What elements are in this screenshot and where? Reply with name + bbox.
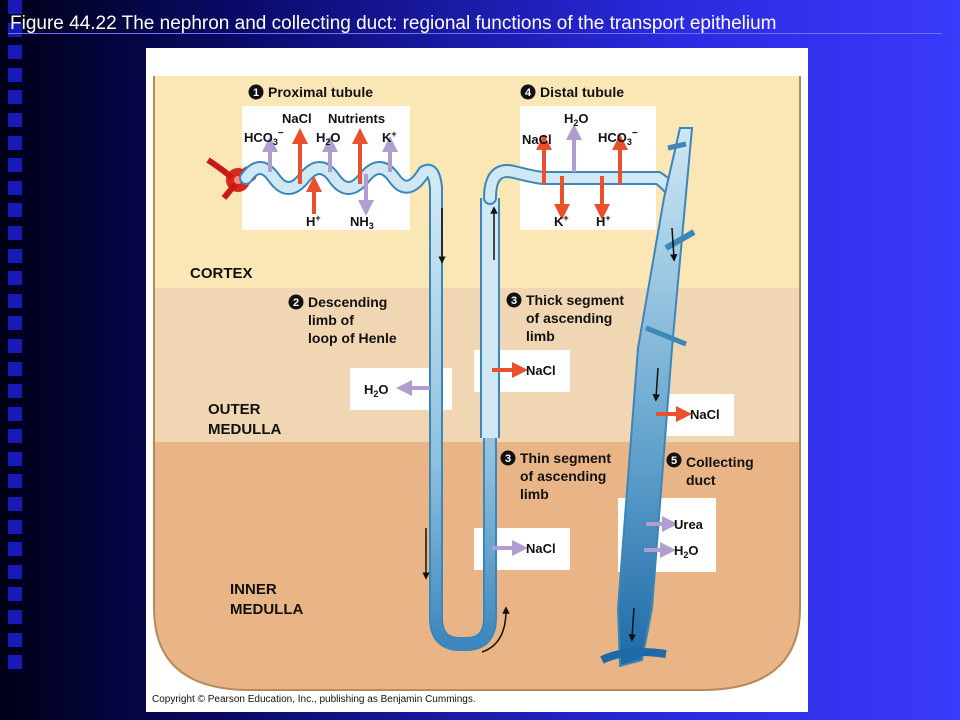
duct-branch — [664, 229, 696, 251]
distal-h2o-label: H2O — [564, 111, 589, 128]
nacl-label: NaCl — [282, 111, 312, 126]
duct-h2o-label: H2O — [674, 543, 699, 560]
flow-arrow-down — [652, 367, 660, 402]
thin-segment-label: Thin segment of ascending limb — [520, 450, 611, 502]
badge-5 — [666, 452, 682, 468]
svg-text:H2O: H2O — [564, 111, 589, 128]
outer-medulla-label: OUTER MEDULLA — [208, 401, 281, 438]
distal-tube — [485, 166, 681, 203]
svg-text:HCO3−: HCO3− — [244, 128, 284, 147]
flow-arrow-down — [628, 607, 636, 642]
proximal-tubule-label: Proximal tubule — [268, 84, 373, 100]
svg-text:2: 2 — [293, 297, 299, 309]
svg-text:1: 1 — [253, 87, 259, 99]
badge-3-thin — [500, 450, 516, 466]
flow-arrow-up — [481, 606, 510, 653]
svg-text:duct: duct — [686, 472, 716, 488]
descending-limb-label: Descending limb of loop of Henle — [308, 294, 397, 346]
badge-1 — [248, 84, 264, 100]
flow-arrow-down — [670, 227, 678, 262]
svg-text:Thin segment: Thin segment — [520, 450, 611, 466]
svg-text:limb of: limb of — [308, 312, 354, 328]
svg-text:MEDULLA: MEDULLA — [230, 601, 303, 618]
h-label: H+ — [306, 213, 321, 229]
svg-text:of ascending: of ascending — [520, 468, 606, 484]
svg-text:HCO3−: HCO3− — [598, 128, 638, 147]
svg-text:H+: H+ — [596, 213, 611, 229]
svg-text:OUTER: OUTER — [208, 401, 261, 418]
svg-text:3: 3 — [505, 453, 511, 465]
svg-text:H2O: H2O — [316, 130, 341, 147]
desc-h2o-label: H2O — [364, 382, 389, 399]
svg-text:H+: H+ — [306, 213, 321, 229]
distal-h-label: H+ — [596, 213, 611, 229]
figure-panel: 1 4 2 3 3 5 Proximal tubule Distal tubul… — [146, 48, 808, 712]
decorative-squares — [8, 0, 26, 720]
distal-nacl-label: NaCl — [522, 132, 552, 147]
svg-text:limb: limb — [526, 328, 555, 344]
title-underline — [8, 33, 942, 34]
nh3-label: NH3 — [350, 214, 374, 231]
nephron-diagram: 1 4 2 3 3 5 Proximal tubule Distal tubul… — [153, 76, 801, 691]
svg-text:MEDULLA: MEDULLA — [208, 421, 281, 438]
svg-text:H2O: H2O — [364, 382, 389, 399]
collecting-duct-label: Collecting duct — [686, 454, 754, 488]
svg-text:limb: limb — [520, 486, 549, 502]
badge-3-thick — [506, 292, 522, 308]
duct-nacl-label: NaCl — [690, 407, 720, 422]
badge-2 — [288, 294, 304, 310]
bowl-outline — [153, 76, 801, 691]
svg-text:H2O: H2O — [674, 543, 699, 560]
svg-text:5: 5 — [671, 455, 677, 467]
svg-text:loop of Henle: loop of Henle — [308, 330, 397, 346]
svg-text:K+: K+ — [382, 129, 397, 145]
nutrients-label: Nutrients — [328, 111, 385, 126]
svg-text:K+: K+ — [554, 213, 569, 229]
inner-medulla-label: INNER MEDULLA — [230, 581, 303, 618]
thick-segment-label: Thick segment of ascending limb — [526, 292, 624, 344]
duct-branch — [667, 141, 687, 151]
thick-nacl-label: NaCl — [526, 363, 556, 378]
svg-text:4: 4 — [525, 87, 532, 99]
k-label: K+ — [382, 129, 397, 145]
duct-outlet — [600, 648, 667, 664]
badge-4 — [520, 84, 536, 100]
proximal-tube — [241, 163, 441, 273]
loop-of-henle — [431, 188, 495, 649]
distal-hco3-label: HCO3− — [598, 128, 638, 147]
copyright-notice: Copyright © Pearson Education, Inc., pub… — [152, 694, 476, 705]
svg-text:INNER: INNER — [230, 581, 277, 598]
distal-k-label: K+ — [554, 213, 569, 229]
hco3-label: HCO3− — [244, 128, 284, 147]
svg-text:NH3: NH3 — [350, 214, 374, 231]
distal-tubule-label: Distal tubule — [540, 84, 624, 100]
urea-label: Urea — [674, 517, 704, 532]
h2o-label: H2O — [316, 130, 341, 147]
svg-text:of ascending: of ascending — [526, 310, 612, 326]
figure-title: Figure 44.22 The nephron and collecting … — [10, 13, 777, 34]
svg-text:3: 3 — [511, 295, 517, 307]
svg-text:Collecting: Collecting — [686, 454, 754, 470]
svg-text:Thick segment: Thick segment — [526, 292, 624, 308]
thin-nacl-label: NaCl — [526, 541, 556, 556]
duct-branch — [645, 325, 687, 347]
cortex-label: CORTEX — [190, 265, 253, 282]
svg-text:Descending: Descending — [308, 294, 387, 310]
